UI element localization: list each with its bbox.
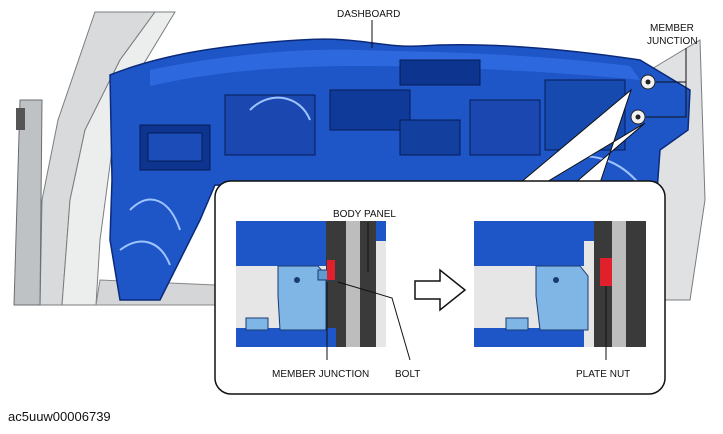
member-junction-top-label-line2: JUNCTION bbox=[647, 36, 698, 47]
figure-code: ac5uuw00006739 bbox=[8, 409, 111, 424]
leader-lines bbox=[371, 20, 687, 118]
bolt-label: BOLT bbox=[395, 369, 420, 380]
body-panel-label: BODY PANEL bbox=[333, 209, 396, 220]
plate-nut-label: PLATE NUT bbox=[576, 369, 630, 380]
right-arrow-icon bbox=[414, 268, 467, 312]
detail-panel bbox=[214, 180, 666, 395]
before-detail bbox=[236, 221, 386, 347]
member-junction-top-label-line1: MEMBER bbox=[650, 23, 694, 34]
after-detail bbox=[474, 221, 646, 347]
member-junction-bottom-label: MEMBER JUNCTION bbox=[272, 369, 369, 380]
dashboard-label: DASHBOARD bbox=[337, 9, 400, 20]
